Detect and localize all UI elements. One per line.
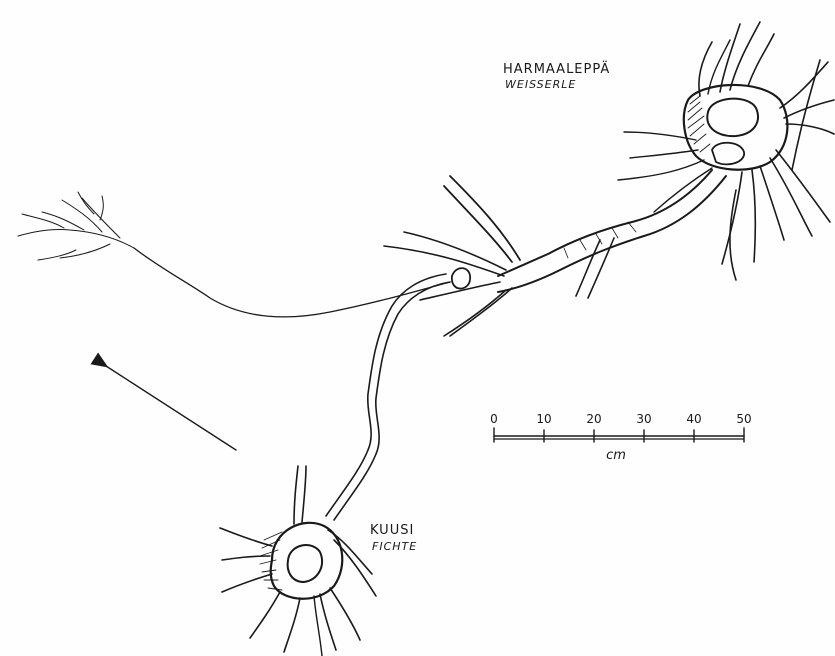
alder-fine-root — [18, 192, 450, 317]
alder-sub-label: WEISSERLE — [505, 78, 576, 91]
spruce-root — [326, 274, 450, 520]
scale-tick-label: 50 — [736, 412, 751, 426]
spruce-name-label: KUUSI — [370, 523, 414, 538]
scale-tick-label: 40 — [686, 412, 701, 426]
spruce-sub-label: FICHTE — [372, 540, 417, 553]
scale-bar — [494, 428, 744, 442]
direction-arrow — [106, 366, 236, 450]
scale-tick-label: 30 — [636, 412, 651, 426]
scale-unit-label: cm — [606, 448, 626, 463]
scale-tick-label: 10 — [536, 412, 551, 426]
alder-name-label: HARMAALEPPÄ — [503, 62, 610, 77]
alder-stump — [618, 22, 834, 280]
scale-tick-label: 20 — [586, 412, 601, 426]
scale-tick-label: 0 — [490, 412, 498, 426]
